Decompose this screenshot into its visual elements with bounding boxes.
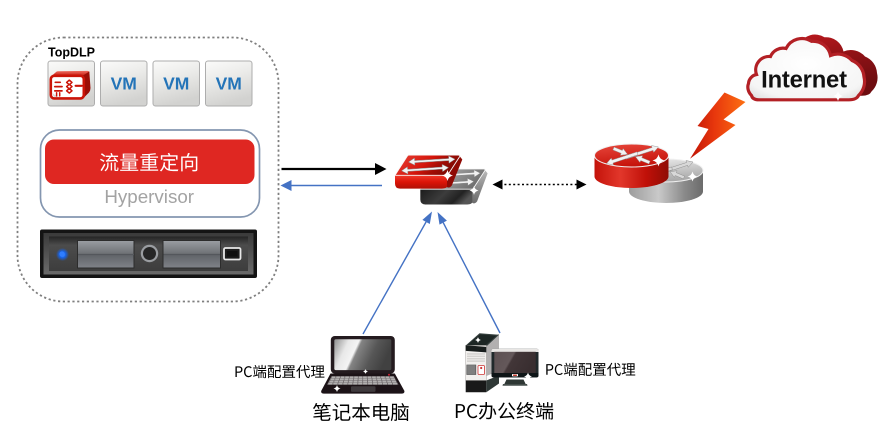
svg-text:VM: VM xyxy=(111,73,137,93)
svg-text:TopDLP: TopDLP xyxy=(48,45,95,59)
svg-text:Hypervisor: Hypervisor xyxy=(104,186,194,207)
svg-text:Internet: Internet xyxy=(761,66,847,93)
svg-text:VM: VM xyxy=(163,73,189,93)
svg-text:VM: VM xyxy=(216,73,242,93)
